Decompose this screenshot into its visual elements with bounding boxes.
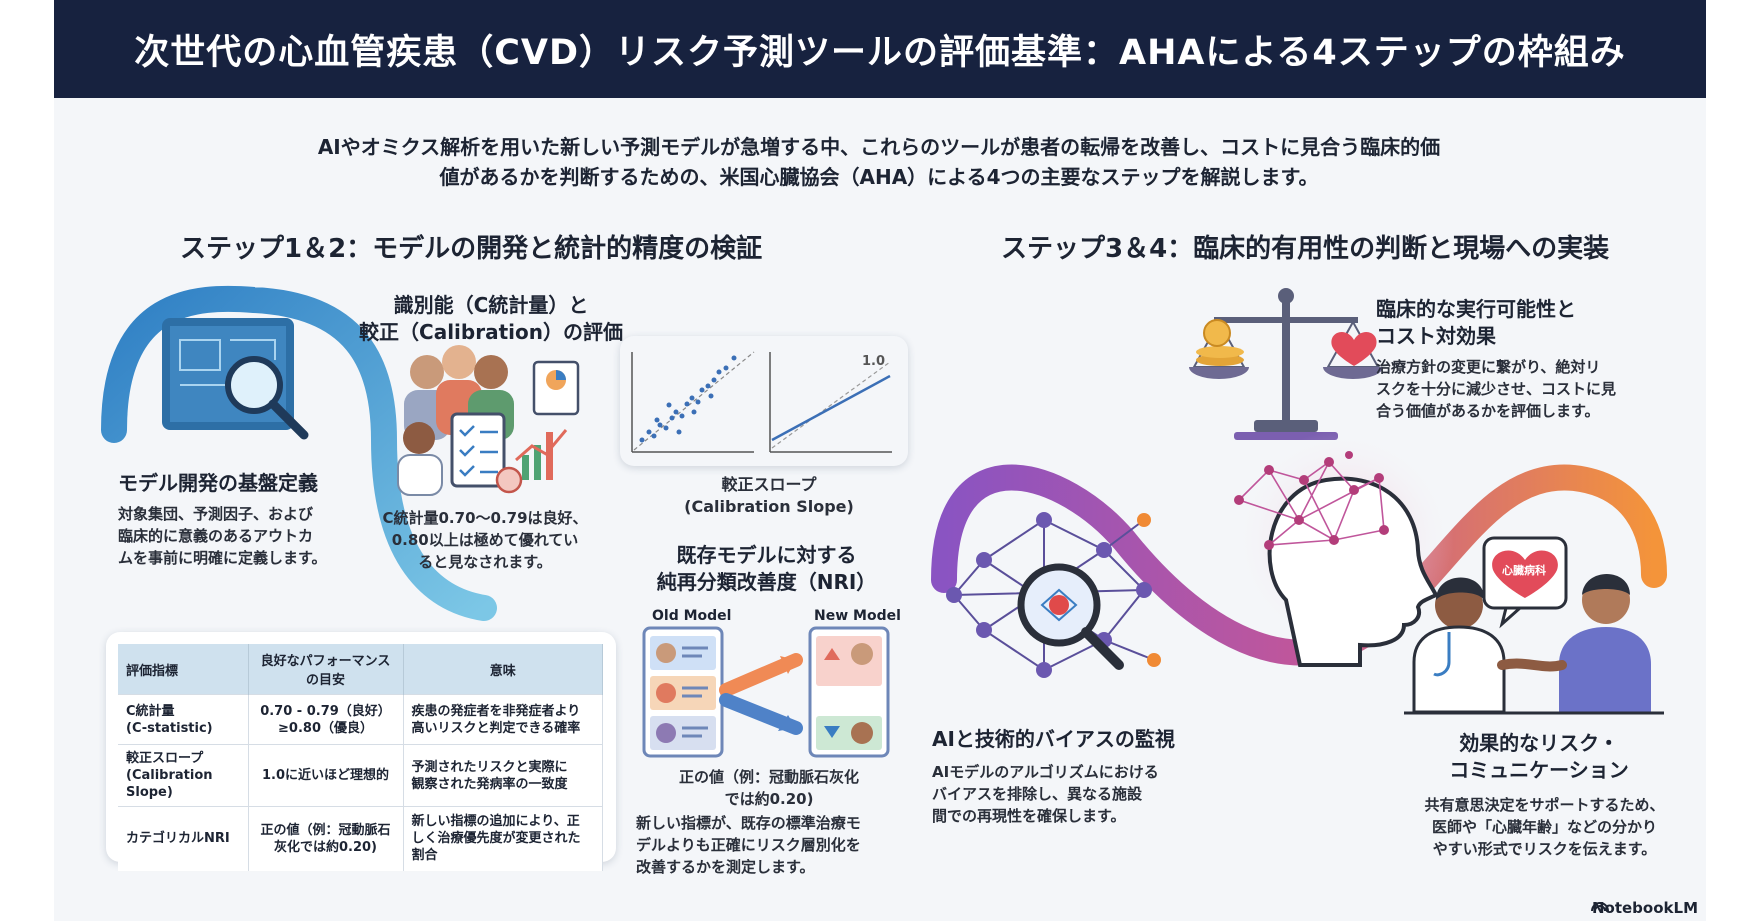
left-section-title: ステップ1＆2：モデルの開発と統計的精度の検証 bbox=[180, 234, 763, 264]
communication-title: 効果的なリスク・ コミュニケーション bbox=[1449, 731, 1629, 782]
infographic-frame: 次世代の心血管疾患（CVD）リスク予測ツールの評価基準：AHAによる4ステップの… bbox=[54, 0, 1706, 921]
nri-reclassification-diagram bbox=[642, 626, 890, 758]
nri-new-model-label: New Model bbox=[814, 608, 901, 624]
foundation-block: モデル開発の基盤定義 対象集団、予測因子、および 臨床的に意義のあるアウトカ ム… bbox=[118, 470, 378, 569]
calibration-tick-label: 1.0 bbox=[862, 354, 886, 369]
doctor-patient-icon bbox=[1404, 536, 1664, 715]
page-title: 次世代の心血管疾患（CVD）リスク予測ツールの評価基準：AHAによる4ステップの… bbox=[134, 32, 1626, 73]
nri-desc: 新しい指標が、既存の標準治療モ デルよりも正確にリスク層別化を 改善するかを測定… bbox=[636, 814, 861, 876]
communication-desc: 共有意思決定をサポートするため、 医師や「心臓年齢」などの分かり やすい形式でリ… bbox=[1424, 796, 1665, 858]
table-header-row: 評価指標 良好なパフォーマンス の目安 意味 bbox=[118, 644, 603, 695]
nri-caption: 正の値（例：冠動脈石灰化 では約0.20) bbox=[678, 768, 859, 808]
nri-old-model-label: Old Model bbox=[652, 608, 732, 624]
foundation-title: モデル開発の基盤定義 bbox=[118, 471, 318, 495]
bias-network-magnifier-icon bbox=[946, 512, 1161, 678]
table-row: カテゴリカルNRI 正の値（例：冠動脈石 灰化では約0.20) 新しい指標の追加… bbox=[118, 806, 603, 871]
nri-title: 既存モデルに対する 純再分類改善度（NRI） bbox=[656, 543, 877, 594]
table-header-meaning: 意味 bbox=[403, 644, 603, 695]
discrimination-title: 識別能（C統計量）と 較正（Calibration）の評価 bbox=[359, 293, 623, 344]
ai-head-network-icon bbox=[1234, 451, 1439, 667]
calibration-slope-plot bbox=[769, 352, 892, 453]
discrimination-desc: C統計量0.70〜0.79は良好、 0.80以上は極めて優れてい ると見なされま… bbox=[382, 509, 588, 571]
notebooklm-logo-icon bbox=[1591, 902, 1609, 912]
intro-text: AIやオミクス解析を用いた新しい予測モデルが急増する中、これらのツールが患者の転… bbox=[317, 135, 1441, 189]
table-header-metric: 評価指標 bbox=[118, 644, 249, 695]
table-row: C統計量 (C-statistic) 0.70 - 0.79（良好） ≥0.80… bbox=[118, 694, 603, 745]
balance-scale-icon bbox=[1189, 288, 1383, 440]
calibration-slope-label: 較正スロープ (Calibration Slope) bbox=[684, 475, 854, 516]
right-section-title: ステップ3＆4：臨床的有用性の判断と現場への実装 bbox=[1001, 234, 1610, 264]
feasibility-block: 臨床的な実行可能性と コスト対効果 治療方針の変更に繋がり、絶対リ スクを十分に… bbox=[1376, 297, 1617, 420]
table-row: 較正スロープ (Calibration Slope) 1.0に近いほど理想的 予… bbox=[118, 744, 603, 807]
calibration-scatter-plot bbox=[631, 351, 755, 453]
bias-block: AIと技術的バイアスの監視 AIモデルのアルゴリズムにおける バイアスを排除し、… bbox=[932, 727, 1175, 825]
blueprint-magnifier-icon bbox=[162, 318, 309, 440]
metrics-table: 評価指標 良好なパフォーマンス の目安 意味 C統計量 (C-statistic… bbox=[118, 644, 603, 871]
brand-label: NotebookLM bbox=[1591, 899, 1698, 917]
blue-ribbon bbox=[101, 285, 497, 621]
illustration-layer bbox=[101, 285, 1667, 912]
patient-group-icon bbox=[397, 345, 580, 496]
header-bar: 次世代の心血管疾患（CVD）リスク予測ツールの評価基準：AHAによる4ステップの… bbox=[54, 0, 1706, 98]
table-header-target: 良好なパフォーマンス の目安 bbox=[248, 644, 404, 695]
speech-bubble-text: 心臓病科 bbox=[1502, 564, 1546, 577]
